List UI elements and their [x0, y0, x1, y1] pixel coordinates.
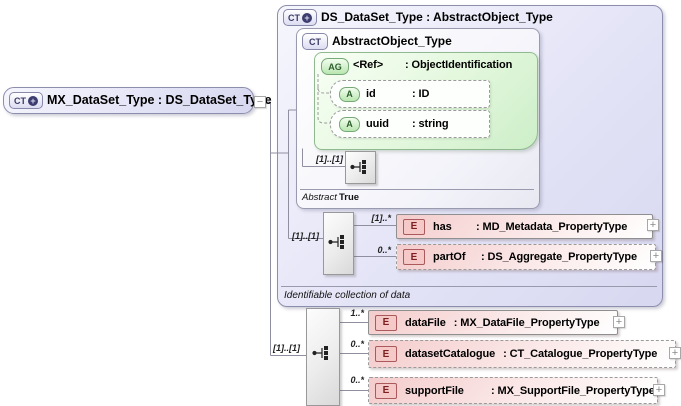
element-icon: E [403, 218, 425, 235]
expand-button[interactable]: + [669, 347, 681, 359]
mx-dataset-type-title: MX_DataSet_Type : DS_DataSet_Type [47, 93, 272, 107]
complex-type-icon: CT+ [283, 9, 317, 26]
complex-type-icon: CT+ [9, 92, 43, 109]
attribute-name: id [366, 88, 376, 100]
element-row-supportfile[interactable]: E supportFile : MX_SupportFile_PropertyT… [368, 377, 658, 404]
abstract-object-type-title: AbstractObject_Type [332, 34, 452, 48]
element-multiplicity: 0..* [350, 339, 364, 349]
attribute-group-name: <Ref> [353, 59, 384, 71]
attribute-name: uuid [366, 118, 389, 130]
element-type: : MD_Metadata_PropertyType [476, 220, 628, 233]
attribute-icon: A [339, 116, 360, 132]
sequence-multiplicity: [1]..[1] [292, 231, 319, 241]
expand-button[interactable]: + [613, 316, 625, 328]
attribute-type: : ID [412, 88, 430, 100]
element-type: : CT_Catalogue_PropertyType [503, 348, 658, 360]
derived-plus-icon: + [28, 95, 38, 106]
element-row-has[interactable]: E has : MD_Metadata_PropertyType [396, 214, 653, 239]
element-name: dataFile [405, 316, 446, 329]
sequence-glyph-icon [312, 346, 328, 360]
property-separator [300, 189, 534, 190]
element-icon: E [375, 382, 397, 399]
element-name: supportFile [405, 384, 464, 397]
element-name: has [433, 220, 452, 233]
expand-button[interactable]: + [650, 250, 662, 262]
complex-type-icon: CT [302, 33, 328, 50]
attribute-group-icon: AG [321, 58, 349, 75]
element-row-datafile[interactable]: E dataFile : MX_DataFile_PropertyType [368, 310, 618, 335]
sequence-multiplicity: [1]..[1] [316, 154, 343, 164]
attribute-group-type: : ObjectIdentification [405, 59, 513, 71]
element-row-datasetcatalogue[interactable]: E datasetCatalogue : CT_Catalogue_Proper… [368, 340, 676, 368]
element-name: datasetCatalogue [405, 348, 496, 360]
attribute-group-title: <Ref> : ObjectIdentification [353, 59, 512, 71]
caption-separator [281, 286, 657, 287]
element-multiplicity: 1..* [350, 308, 364, 318]
expand-button[interactable]: + [647, 219, 659, 231]
attribute-icon: A [339, 86, 360, 102]
attribute-type: : string [412, 118, 449, 130]
ds-box-caption: Identifiable collection of data [284, 290, 411, 301]
element-icon: E [375, 314, 397, 331]
expand-button[interactable]: + [653, 384, 665, 396]
element-type: : DS_Aggregate_PropertyType [481, 251, 638, 263]
sequence-glyph-icon [350, 160, 366, 174]
ct-icon-label: CT [309, 36, 321, 47]
mx-dataset-type-box[interactable] [3, 87, 254, 114]
abstract-property-key: Abstract [302, 192, 337, 203]
sequence-multiplicity: [1]..[1] [273, 343, 300, 353]
element-type: : MX_SupportFile_PropertyType [491, 384, 655, 397]
collapse-button[interactable]: − [254, 96, 266, 108]
sequence-glyph-icon [328, 235, 344, 249]
element-name: partOf [433, 251, 466, 263]
element-multiplicity: [1]..* [371, 213, 391, 223]
attribute-row-id[interactable]: A id : ID [330, 80, 490, 108]
sequence-icon[interactable] [306, 308, 340, 406]
element-multiplicity: 0..* [350, 375, 364, 385]
element-icon: E [375, 346, 397, 362]
element-icon: E [403, 249, 425, 265]
ct-icon-label: CT [288, 12, 300, 23]
attribute-row-uuid[interactable]: A uuid : string [330, 110, 490, 138]
abstract-property-value: True [339, 192, 360, 203]
ct-icon-label: CT [14, 95, 26, 106]
derived-plus-icon: + [302, 12, 312, 23]
element-type: : MX_DataFile_PropertyType [453, 316, 600, 329]
element-multiplicity: 0..* [377, 245, 391, 255]
ds-dataset-type-title: DS_DataSet_Type : AbstractObject_Type [321, 10, 553, 24]
element-row-partof[interactable]: E partOf : DS_Aggregate_PropertyType [396, 244, 656, 270]
